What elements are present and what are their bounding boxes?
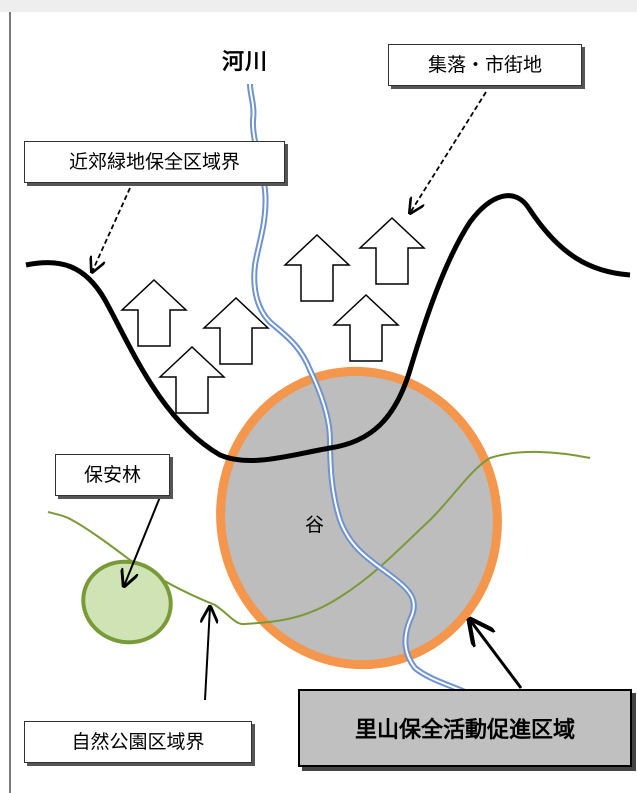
top-bar xyxy=(0,0,637,12)
satoyama-zone-area xyxy=(216,366,502,670)
settlement-label: 集落・市街地 xyxy=(388,44,582,86)
river-label: 河川 xyxy=(222,50,269,75)
left-rule xyxy=(9,12,11,793)
house-icon xyxy=(159,346,225,414)
house-icon xyxy=(333,294,399,362)
arrow-icon xyxy=(470,620,523,689)
house-icon xyxy=(284,234,350,302)
natural-park-boundary-label: 自然公園区域界 xyxy=(24,721,252,763)
arrow-icon xyxy=(124,496,161,586)
protection-forest-label: 保安林 xyxy=(55,454,170,496)
arrow-icon xyxy=(92,187,131,272)
river-center-line xyxy=(249,83,466,693)
arrow-icon xyxy=(205,607,210,701)
suburban-green-boundary-line xyxy=(25,193,631,463)
arrow-icon xyxy=(410,91,487,213)
satoyama-zone-label: 里山保全活動促進区域 xyxy=(298,689,632,767)
house-icon xyxy=(359,217,425,285)
valley-label: 谷 xyxy=(305,514,325,536)
house-icon xyxy=(121,279,187,347)
protection-forest-area xyxy=(81,559,173,645)
natural-park-boundary-line xyxy=(47,450,591,626)
suburban-green-boundary-label: 近郊緑地保全区域界 xyxy=(24,141,285,183)
